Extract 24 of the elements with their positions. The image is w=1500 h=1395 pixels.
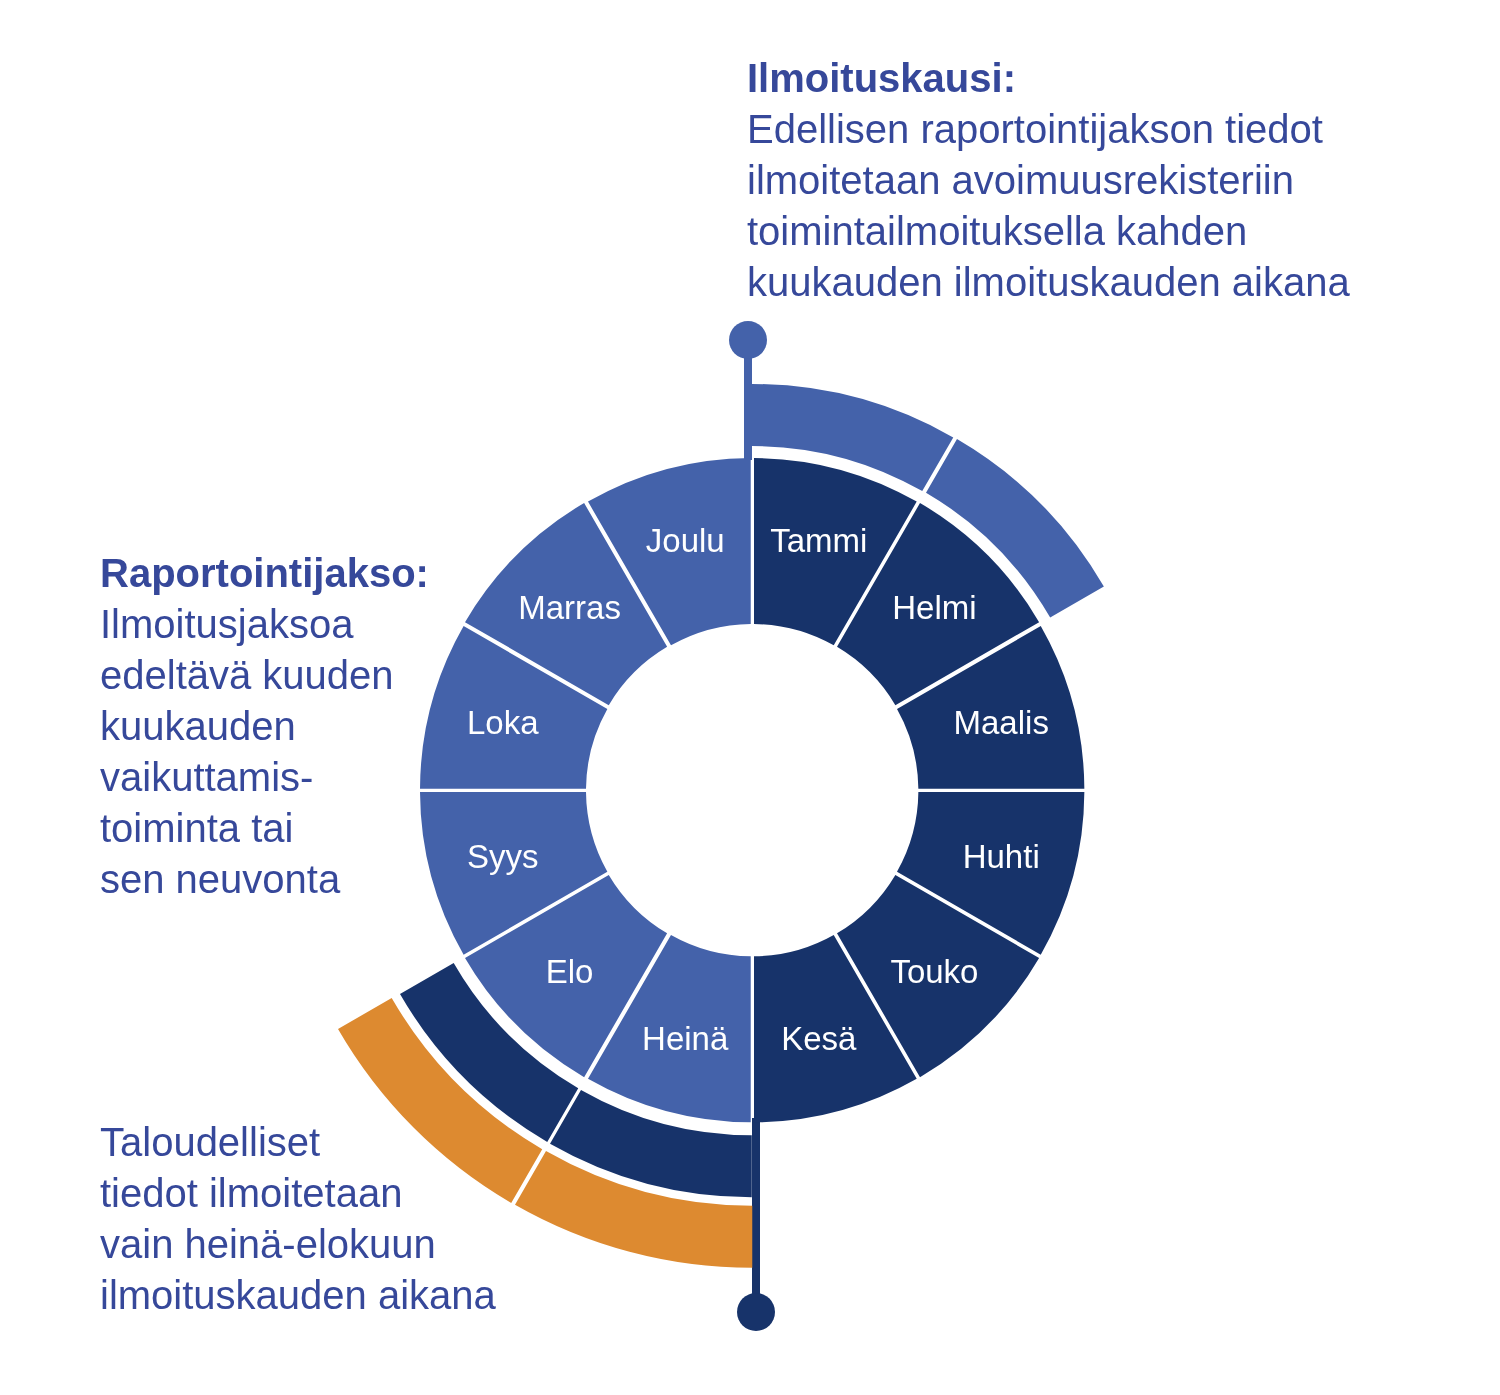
month-label: Kesä [781, 1020, 857, 1059]
month-segment [420, 791, 608, 955]
month-label: Heinä [642, 1020, 729, 1059]
section-heading: Ilmoituskausi: [747, 55, 1017, 102]
month-label: Helmi [892, 588, 977, 627]
month-label: Tammi [770, 521, 868, 560]
month-label: Touko [890, 953, 979, 992]
month-label: Loka [467, 704, 539, 743]
month-segment [896, 791, 1084, 955]
description-text: Ilmoitusjaksoa edeltävä kuuden kuukauden vaikuttamis- toiminta tai sen neuvonta [100, 601, 395, 903]
month-label: Huhti [962, 837, 1040, 876]
section-heading: Raportointijakso: [100, 550, 430, 597]
month-label: Joulu [645, 521, 725, 560]
description-text: Edellisen raportointijakson tiedot ilmoitetaan avoimuusrekisteriin toimintailmoituksella kahden kuukauden ilmoituskauden aikana [747, 106, 1351, 306]
month-label: Elo [545, 953, 594, 992]
month-segment [896, 625, 1084, 789]
month-label: Marras [518, 588, 621, 627]
note-text: Taloudelliset tiedot ilmoitetaan vain heinä-elokuun ilmoituskauden aikana [100, 1119, 497, 1319]
period-band [514, 1151, 752, 1268]
period-band [752, 384, 954, 492]
period-band [550, 1089, 752, 1197]
month-segment [420, 625, 608, 789]
month-label: Maalis [953, 704, 1049, 743]
month-label: Syys [467, 837, 539, 876]
